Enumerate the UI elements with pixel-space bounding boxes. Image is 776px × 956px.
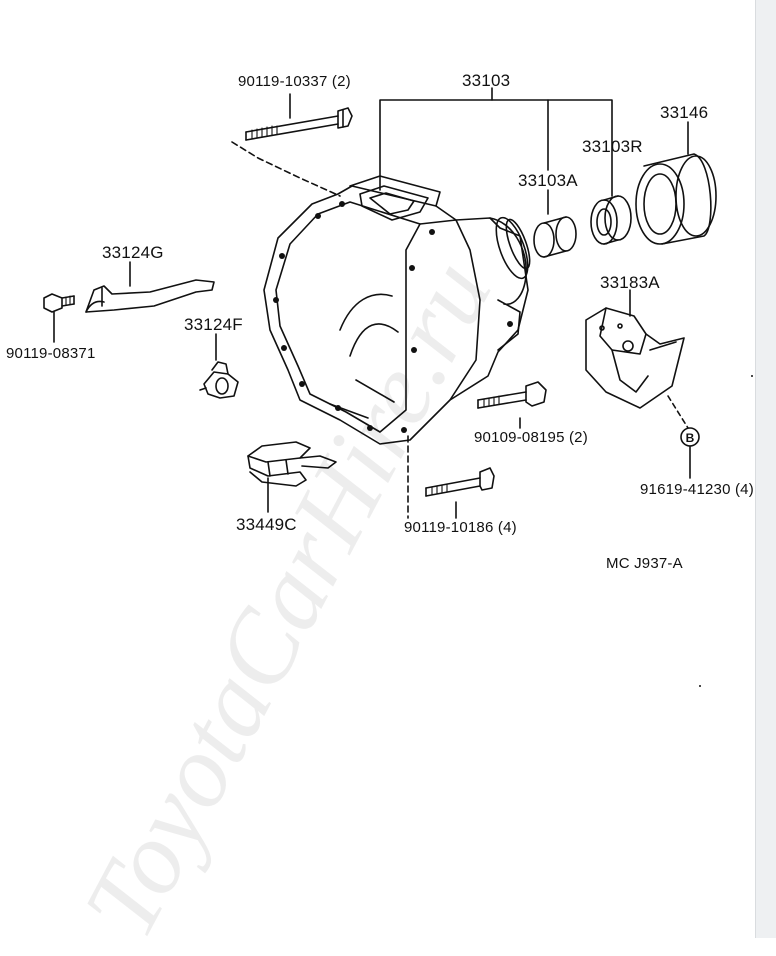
figure-code: MC J937-A bbox=[606, 555, 683, 572]
label-lever: 33124G bbox=[102, 243, 164, 262]
clip-drawing bbox=[247, 441, 337, 487]
label-bolt-lever: 90119-08371 bbox=[6, 345, 96, 362]
cover-drawing bbox=[635, 153, 717, 245]
label-housing: 33103 bbox=[462, 71, 511, 90]
callout-letter: B bbox=[686, 431, 695, 445]
label-clip: 33449C bbox=[236, 515, 297, 534]
bolt-top-drawing bbox=[245, 107, 353, 141]
label-cover: 33146 bbox=[660, 103, 709, 122]
label-bolt-bottom: 90119-10186 (4) bbox=[404, 519, 517, 536]
label-bolt-bracket: 91619-41230 (4) bbox=[640, 481, 754, 498]
callout-circle bbox=[680, 427, 700, 447]
label-bolt-top: 90119-10337 (2) bbox=[238, 73, 351, 90]
label-bolt-mid: 90109-08195 (2) bbox=[474, 429, 588, 446]
bushing-r-drawing bbox=[590, 195, 632, 245]
lever-drawing bbox=[85, 279, 215, 313]
bolt-mid-drawing bbox=[477, 381, 547, 409]
bolt-bottom-drawing bbox=[425, 467, 495, 497]
bushing-a-drawing bbox=[533, 216, 577, 258]
bolt-lever-drawing bbox=[43, 293, 75, 313]
label-pivot: 33124F bbox=[184, 315, 243, 334]
housing-drawing bbox=[263, 175, 531, 445]
leader-lines bbox=[53, 87, 691, 519]
label-bracket: 33183A bbox=[600, 273, 660, 292]
label-bushing-r: 33103R bbox=[582, 137, 643, 156]
bracket-drawing bbox=[585, 307, 685, 409]
label-bushing-a: 33103A bbox=[518, 171, 578, 190]
pivot-drawing bbox=[199, 361, 239, 399]
specks bbox=[699, 375, 753, 687]
page-edge bbox=[755, 0, 776, 938]
